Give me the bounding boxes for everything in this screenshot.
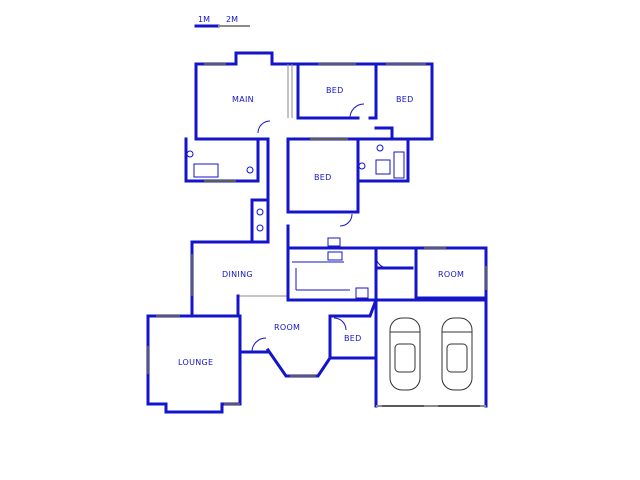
scale-label-1m: 1M — [198, 15, 210, 24]
label-bed-top-mid: BED — [326, 86, 344, 95]
label-main: MAIN — [232, 95, 254, 104]
ensuite-left — [184, 120, 271, 202]
label-room-center: ROOM — [274, 323, 300, 332]
label-bed-small: BED — [344, 334, 362, 343]
lounge-walls — [146, 314, 270, 414]
bed-small-walls — [328, 317, 378, 360]
label-room-right: ROOM — [438, 270, 464, 279]
bed-top-mid-walls — [296, 62, 378, 120]
label-bed-center: BED — [314, 173, 332, 182]
wc-passage — [250, 198, 270, 244]
garage — [374, 298, 488, 408]
room-right-walls — [374, 246, 488, 300]
scale-label-2m: 2M — [226, 15, 238, 24]
car-left — [389, 317, 421, 391]
dining-walls — [190, 240, 288, 318]
label-bed-top-right: BED — [396, 95, 414, 104]
kitchen — [286, 224, 378, 302]
label-dining: DINING — [222, 270, 253, 279]
car-right — [441, 317, 473, 391]
main-bedroom-walls — [194, 51, 300, 141]
ensuite-right — [356, 137, 410, 183]
scale-bar: 1M 2M — [194, 15, 250, 28]
bed-center-walls — [286, 137, 360, 227]
label-lounge: LOUNGE — [178, 358, 213, 367]
bed-top-right-walls — [374, 62, 434, 141]
